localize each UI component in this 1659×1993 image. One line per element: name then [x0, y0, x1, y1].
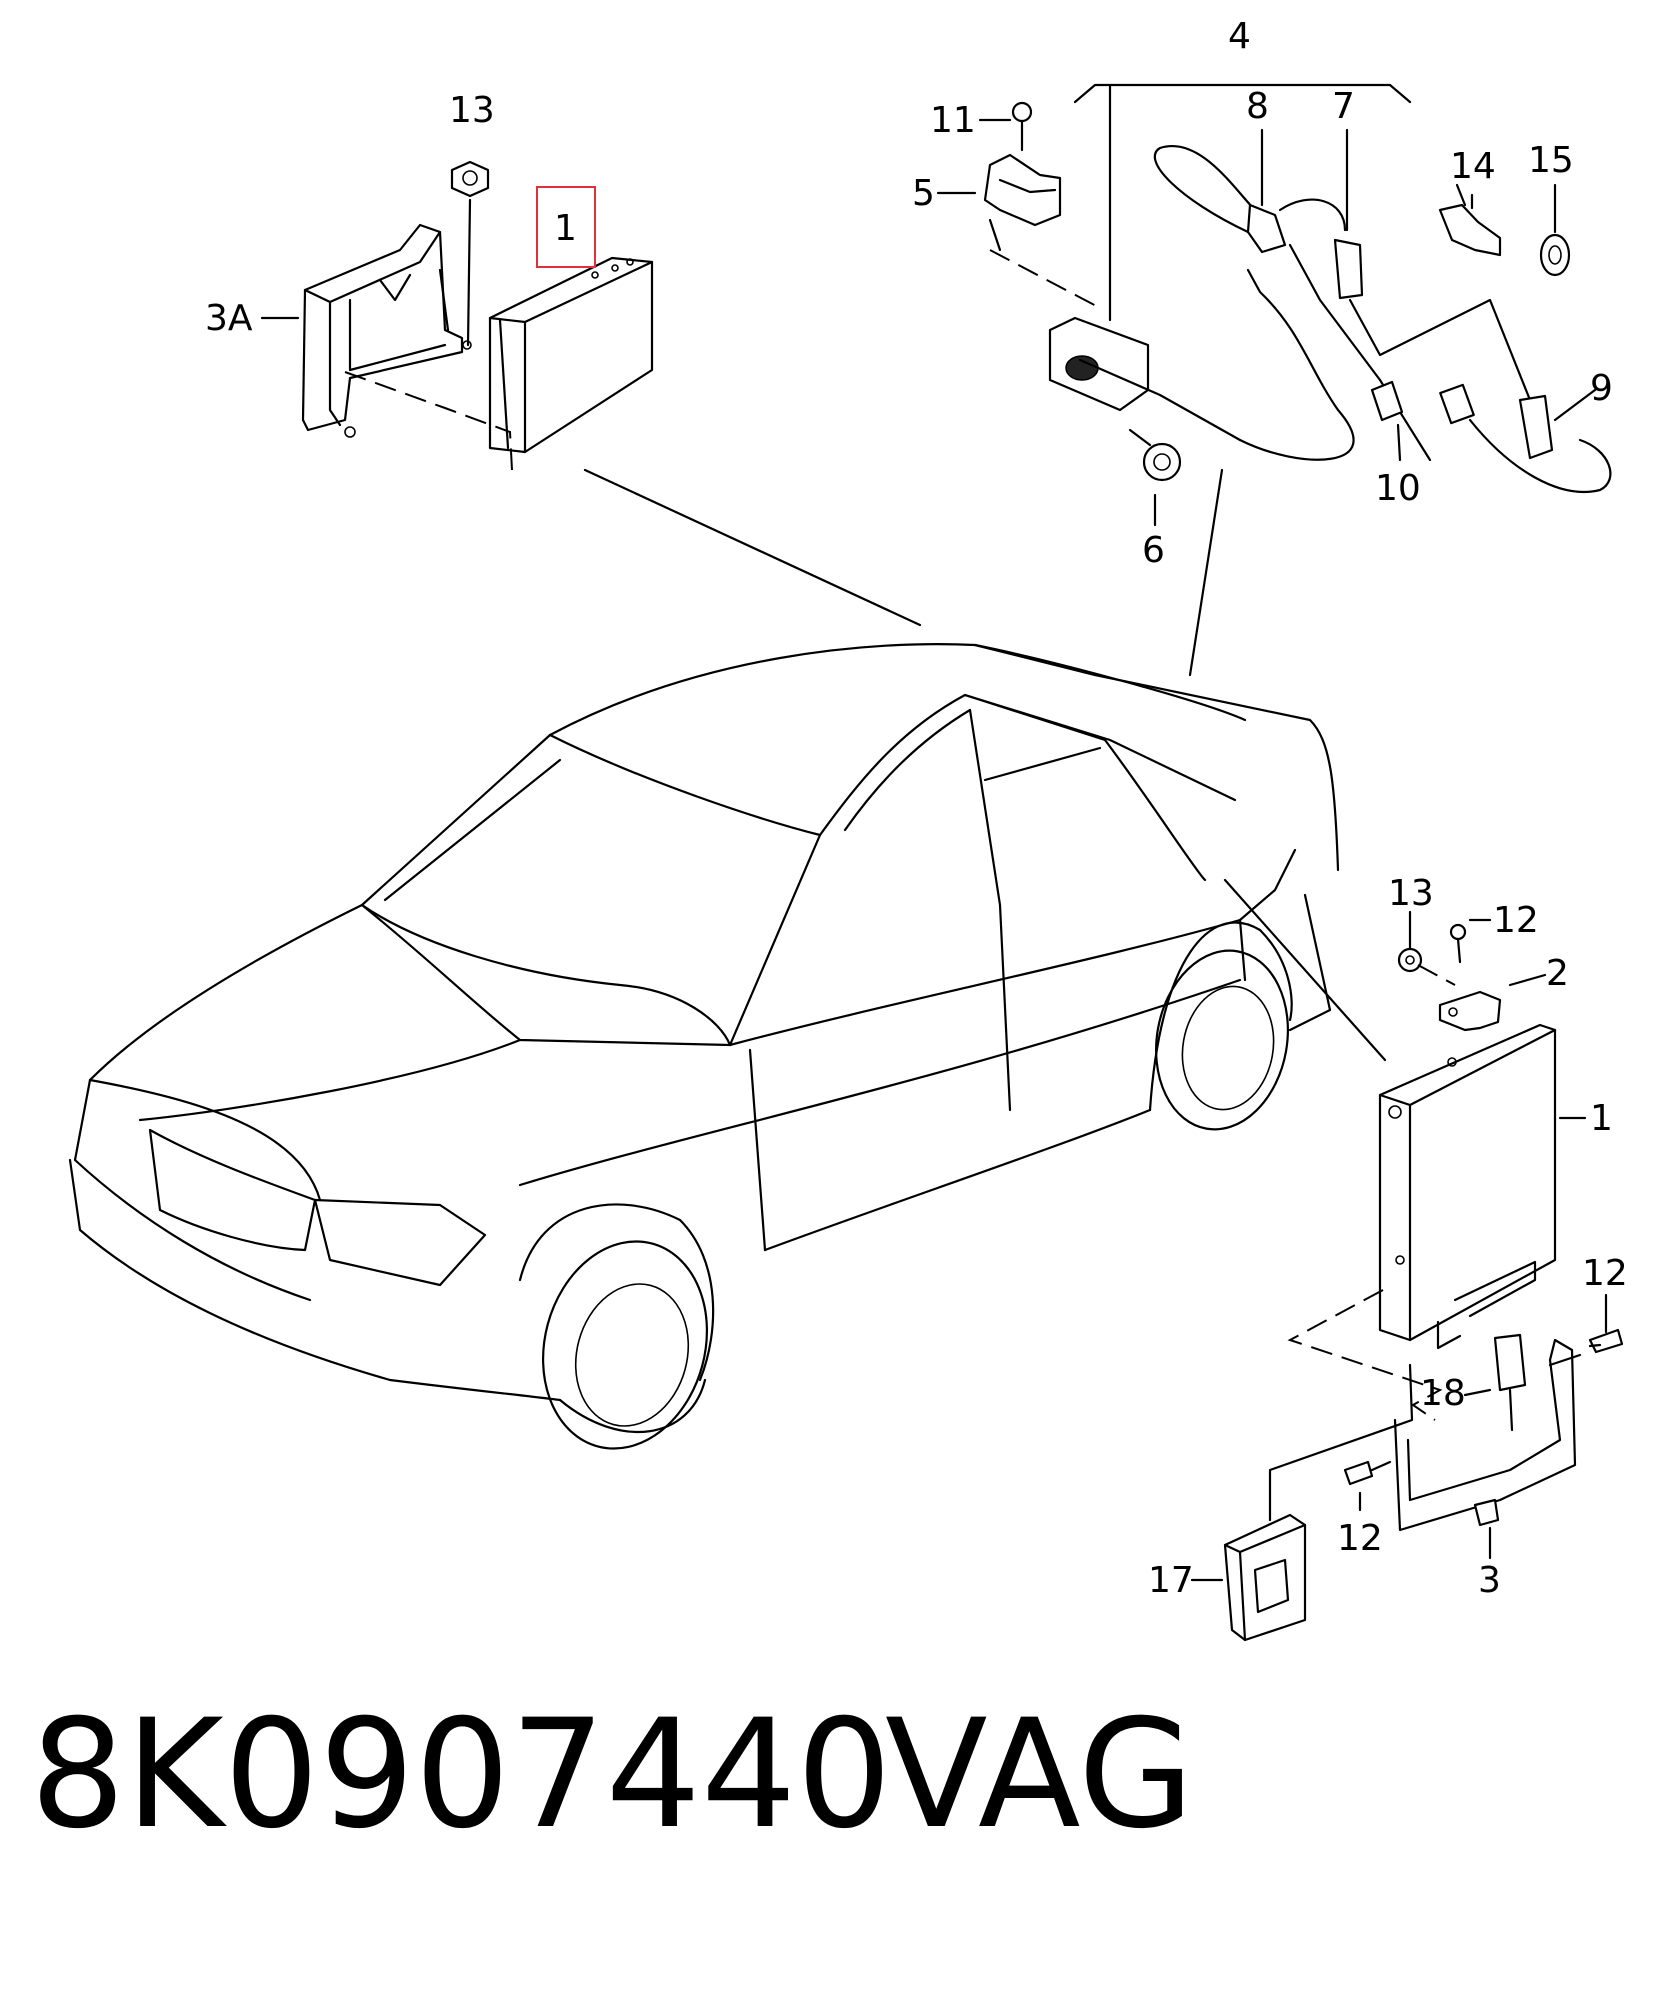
dash-13-12-to-2: [1417, 964, 1456, 986]
connector-8-drawing: [1246, 203, 1287, 254]
label-15: 15: [1528, 140, 1574, 181]
label-14: 14: [1450, 146, 1496, 187]
label-3a: 3A: [205, 298, 253, 339]
control-module-1-right-drawing: [1378, 1023, 1557, 1350]
grommet-15-drawing: [1539, 183, 1571, 277]
screw-12-bottom-drawing: [1343, 1460, 1392, 1486]
bracket-4-group-line: [1073, 83, 1412, 104]
label-1-right: 1: [1590, 1098, 1613, 1139]
clip-5-drawing: [983, 153, 1062, 252]
bracket-3-drawing: [1393, 1338, 1582, 1532]
screw-11-drawing: [1011, 101, 1033, 152]
label-12-right: 12: [1582, 1253, 1628, 1294]
bracket-3a-drawing: [301, 223, 464, 438]
dash-5-to-holder: [989, 249, 1101, 309]
control-module-1-top-drawing: [488, 256, 654, 454]
connector-10-drawing: [1370, 380, 1404, 422]
label-2: 2: [1546, 953, 1569, 994]
label-12-right-top: 12: [1493, 900, 1539, 941]
connector-18-drawing: [1493, 1333, 1527, 1432]
label-4: 4: [1228, 16, 1251, 57]
cable-8-to-7: [1278, 198, 1347, 232]
nut-13-top-drawing: [450, 160, 490, 350]
screw-12-right-drawing: [1588, 1328, 1624, 1354]
label-7: 7: [1332, 86, 1355, 127]
antenna-holder-drawing: [1048, 316, 1242, 442]
leader-car-to-module-right: [1223, 878, 1387, 1062]
holder-17-drawing: [1223, 1513, 1307, 1642]
leader-module-to-car: [583, 468, 922, 627]
label-9: 9: [1590, 368, 1613, 409]
label-18: 18: [1420, 1373, 1466, 1414]
label-13-top: 13: [449, 90, 495, 131]
label-1-top: 1: [554, 208, 577, 249]
cable-8-down: [1288, 243, 1432, 462]
connector-7-drawing: [1333, 238, 1364, 300]
connector-9-drawing: [1439, 383, 1612, 493]
label-6: 6: [1142, 530, 1165, 571]
cable-8-upper: [1153, 145, 1257, 234]
leader-17: [1268, 1363, 1414, 1522]
nut-13-right-drawing: [1397, 947, 1423, 973]
label-13-right: 13: [1388, 873, 1434, 914]
part-number: 8K0907440: [30, 1688, 892, 1862]
label-10: 10: [1375, 468, 1421, 509]
label-3: 3: [1478, 1560, 1501, 1601]
brand-name: VAG: [885, 1688, 1195, 1862]
leader-harness-to-car: [1188, 468, 1224, 677]
bracket-2-drawing: [1438, 990, 1502, 1032]
antenna-cable-loop: [1238, 268, 1355, 461]
label-12-bottom: 12: [1337, 1518, 1383, 1559]
label-17: 17: [1148, 1560, 1194, 1601]
washer-6-drawing: [1128, 428, 1182, 482]
label-8: 8: [1246, 86, 1269, 127]
highlight-box: [536, 186, 596, 268]
screw-12-right-top-drawing: [1449, 923, 1467, 964]
cable-7-to-9: [1348, 298, 1532, 402]
label-5: 5: [912, 173, 935, 214]
car-outline-drawing: [68, 643, 1340, 1450]
clip-14-drawing: [1438, 193, 1502, 257]
dash-module-to-3: [1287, 1289, 1443, 1421]
callout-leaders: [260, 118, 1608, 1582]
label-11: 11: [930, 100, 976, 141]
dash-3a-to-1: [344, 371, 513, 471]
